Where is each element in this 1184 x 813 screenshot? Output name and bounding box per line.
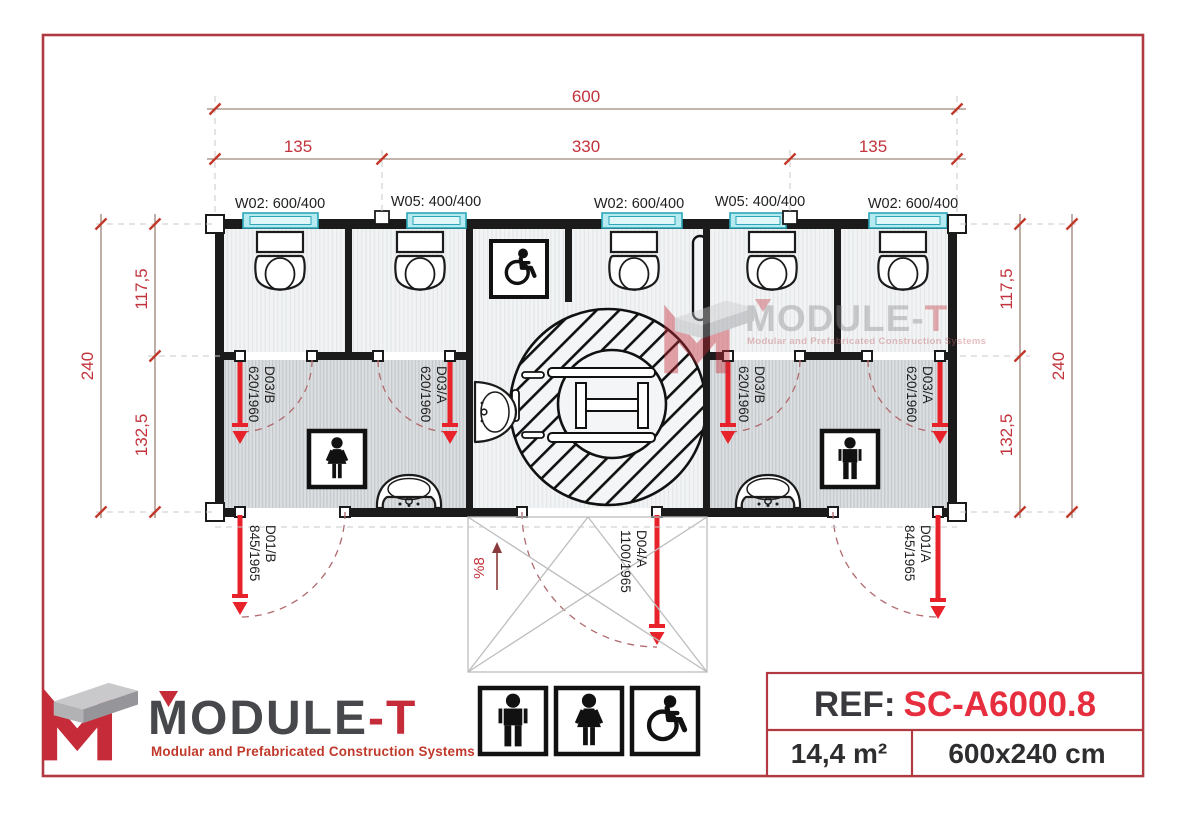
- door-leaf-d03b-left: [230, 362, 250, 446]
- ref-size: 600x240 cm: [948, 738, 1105, 769]
- module-t-logo-icon: [50, 683, 138, 760]
- dim-segment-left: 135: [284, 137, 312, 156]
- women-sign-plaque: [306, 428, 368, 490]
- door-d04a-size: 1100/1965: [618, 530, 633, 593]
- window-w02-2: [601, 212, 683, 229]
- door-leaf-d01b: [230, 515, 250, 617]
- dim-right-total: 240: [1049, 352, 1068, 380]
- footer-logo: MODULE-T Modular and Prefabricated Const…: [50, 683, 475, 760]
- door-d01a-code: D01/A: [918, 525, 933, 563]
- footer-pictograms: [477, 685, 701, 757]
- toilet-stall-4: [746, 230, 798, 292]
- door-d03b-left-size: 620/1960: [246, 366, 261, 422]
- door-d03a-right-size: 620/1960: [904, 366, 919, 422]
- dim-right-bottom: 132,5: [997, 414, 1016, 457]
- women-icon: [553, 685, 625, 757]
- window-label-1: W02: 600/400: [235, 196, 325, 212]
- door-leaf-d04a: [647, 515, 667, 647]
- dim-segment-right: 135: [859, 137, 887, 156]
- ref-title: REF:SC-A6000.8: [814, 685, 1096, 724]
- window-w02-1: [242, 212, 319, 229]
- entrance-ramp: [467, 516, 708, 673]
- dim-segment-mid: 330: [572, 137, 600, 156]
- door-d03a-left-code: D03/A: [434, 366, 449, 404]
- window-w02-3: [868, 212, 948, 229]
- door-d01b-code: D01/B: [263, 525, 278, 563]
- door-d01b-size: 845/1965: [247, 525, 262, 581]
- dimension-lines: [100, 108, 1073, 518]
- window-w05-1: [406, 212, 467, 229]
- footer-brand: MODULE-T: [148, 692, 417, 745]
- watermark-brand: MODULE-T: [745, 298, 948, 339]
- window-label-4: W05: 400/400: [715, 194, 805, 210]
- window-label-3: W02: 600/400: [594, 196, 684, 212]
- page-border: [41, 33, 1145, 778]
- dim-right-top: 117,5: [997, 268, 1016, 309]
- window-labels: W02: 600/400 W05: 400/400 W02: 600/400 W…: [235, 194, 958, 212]
- ramp-slope-arrow: %8: [471, 542, 502, 590]
- walls: [215, 219, 957, 517]
- dim-total-width: 600: [572, 87, 600, 106]
- dim-left-total: 240: [78, 352, 97, 380]
- door-d03b-right-size: 620/1960: [736, 366, 751, 422]
- logo-m-notch: [159, 691, 178, 707]
- toilet-stall-5: [877, 230, 929, 292]
- door-d03b-left-code: D03/B: [262, 366, 277, 404]
- dimension-labels: 600 135 330 135 240 117,5 132,5 240 117,…: [78, 87, 1068, 456]
- door-swing-arcs: [239, 359, 941, 648]
- window-label-5: W02: 600/400: [868, 196, 958, 212]
- dim-left-bottom: 132,5: [132, 414, 151, 457]
- door-labels: D03/B 620/1960 D03/A 620/1960 D03/B 620/…: [246, 366, 935, 593]
- watermark: MODULE-T Modular and Prefabricated Const…: [671, 298, 986, 373]
- door-d03a-right-code: D03/A: [920, 366, 935, 404]
- door-d03b-right-code: D03/B: [752, 366, 767, 404]
- toilet-stall-1: [254, 230, 306, 292]
- toilet-accessible: [608, 230, 660, 292]
- door-leaf-d03a-left: [440, 362, 460, 446]
- ref-area: 14,4 m²: [791, 738, 888, 769]
- accessible-sign-plaque: [489, 239, 549, 299]
- door-leaf-d01a: [928, 515, 948, 621]
- window-label-2: W05: 400/400: [391, 194, 481, 210]
- footer-tagline: Modular and Prefabricated Construction S…: [151, 744, 475, 759]
- men-sign-plaque: [819, 428, 881, 490]
- ref-box: REF:SC-A6000.8 14,4 m² 600x240 cm: [765, 671, 1145, 778]
- door-d04a-code: D04/A: [634, 530, 649, 568]
- wheelchair-plan-symbol: [511, 367, 656, 443]
- toilet-stall-2: [394, 230, 446, 292]
- door-leaf-d03a-right: [930, 362, 950, 446]
- accessible-icon: [629, 685, 701, 757]
- door-d03a-left-size: 620/1960: [418, 366, 433, 422]
- ramp-slope-label: %8: [471, 557, 488, 579]
- men-icon: [477, 685, 549, 757]
- corner-posts: [205, 210, 967, 522]
- window-w05-2: [729, 212, 787, 229]
- door-d01a-size: 845/1965: [902, 525, 917, 581]
- dim-left-top: 117,5: [132, 268, 151, 309]
- watermark-tagline: Modular and Prefabricated Construction S…: [747, 336, 986, 347]
